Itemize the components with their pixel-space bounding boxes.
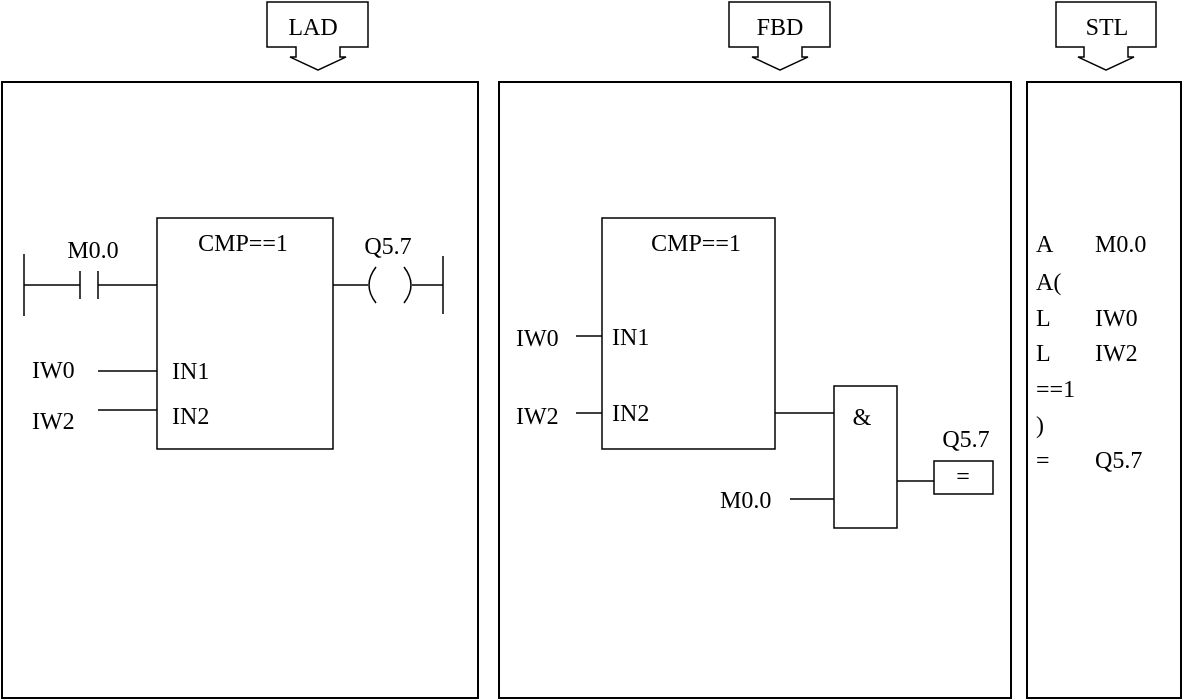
lad-contact-m0-0 bbox=[79, 271, 99, 299]
stl-op: ==1 bbox=[1036, 377, 1075, 403]
fbd-assign-box bbox=[933, 460, 994, 495]
stl-operand: IW2 bbox=[1095, 341, 1138, 367]
lad-coil-label: Q5.7 bbox=[364, 234, 411, 260]
lad-coil-q5-7 bbox=[368, 266, 412, 304]
stl-panel bbox=[1026, 81, 1182, 699]
fbd-header: FBD bbox=[728, 1, 831, 71]
stl-header: STL bbox=[1055, 1, 1157, 71]
lad-block-title: CMP==1 bbox=[198, 231, 288, 257]
lad-cmp-block bbox=[156, 217, 334, 450]
fbd-pin-in1: IN1 bbox=[612, 325, 649, 351]
lad-input-iw2: IW2 bbox=[32, 409, 75, 435]
stl-operand: IW0 bbox=[1095, 306, 1138, 332]
stl-op: = bbox=[1036, 448, 1050, 474]
lad-pin-in2: IN2 bbox=[172, 404, 209, 430]
stl-op: A( bbox=[1036, 270, 1061, 296]
stl-op: A bbox=[1036, 232, 1054, 258]
fbd-pin-in2: IN2 bbox=[612, 401, 649, 427]
stl-op: ) bbox=[1036, 413, 1044, 439]
stl-header-label: STL bbox=[1086, 15, 1129, 41]
fbd-and-input: M0.0 bbox=[720, 488, 771, 514]
stl-line: A( bbox=[1036, 270, 1061, 296]
fbd-diagram: CMP==1 IN1 IN2 IW0 IW2 & M0.0 = Q5.7 bbox=[516, 217, 994, 529]
lad-diagram: M0.0 CMP==1 IN1 IN2 IW0 IW2 Q5.7 bbox=[23, 217, 444, 450]
fbd-and-symbol: & bbox=[853, 405, 872, 431]
fbd-panel bbox=[498, 81, 1012, 699]
stl-op: L bbox=[1036, 306, 1051, 332]
stl-line: = Q5.7 bbox=[1036, 448, 1142, 474]
stl-line: L IW0 bbox=[1036, 306, 1138, 332]
stl-line: A M0.0 bbox=[1036, 232, 1146, 258]
fbd-cmp-block bbox=[601, 217, 776, 450]
stl-operand: Q5.7 bbox=[1095, 448, 1142, 474]
fbd-block-title: CMP==1 bbox=[651, 231, 741, 257]
lad-header-label: LAD bbox=[288, 15, 337, 41]
fbd-and-block bbox=[833, 385, 898, 529]
fbd-header-label: FBD bbox=[757, 15, 804, 41]
fbd-assign-symbol: = bbox=[956, 464, 970, 490]
stl-line: L IW2 bbox=[1036, 341, 1138, 367]
fbd-input-iw2: IW2 bbox=[516, 404, 559, 430]
lad-pin-in1: IN1 bbox=[172, 359, 209, 385]
lad-panel bbox=[1, 81, 479, 699]
stl-line: ==1 bbox=[1036, 377, 1075, 403]
stl-line: ) bbox=[1036, 413, 1044, 439]
stl-op: L bbox=[1036, 341, 1051, 367]
fbd-input-iw0: IW0 bbox=[516, 326, 559, 352]
lad-input-iw0: IW0 bbox=[32, 358, 75, 384]
lad-contact-label: M0.0 bbox=[67, 238, 118, 264]
stl-operand: M0.0 bbox=[1095, 232, 1146, 258]
lad-header: LAD bbox=[266, 1, 369, 71]
fbd-output-label: Q5.7 bbox=[942, 427, 989, 453]
